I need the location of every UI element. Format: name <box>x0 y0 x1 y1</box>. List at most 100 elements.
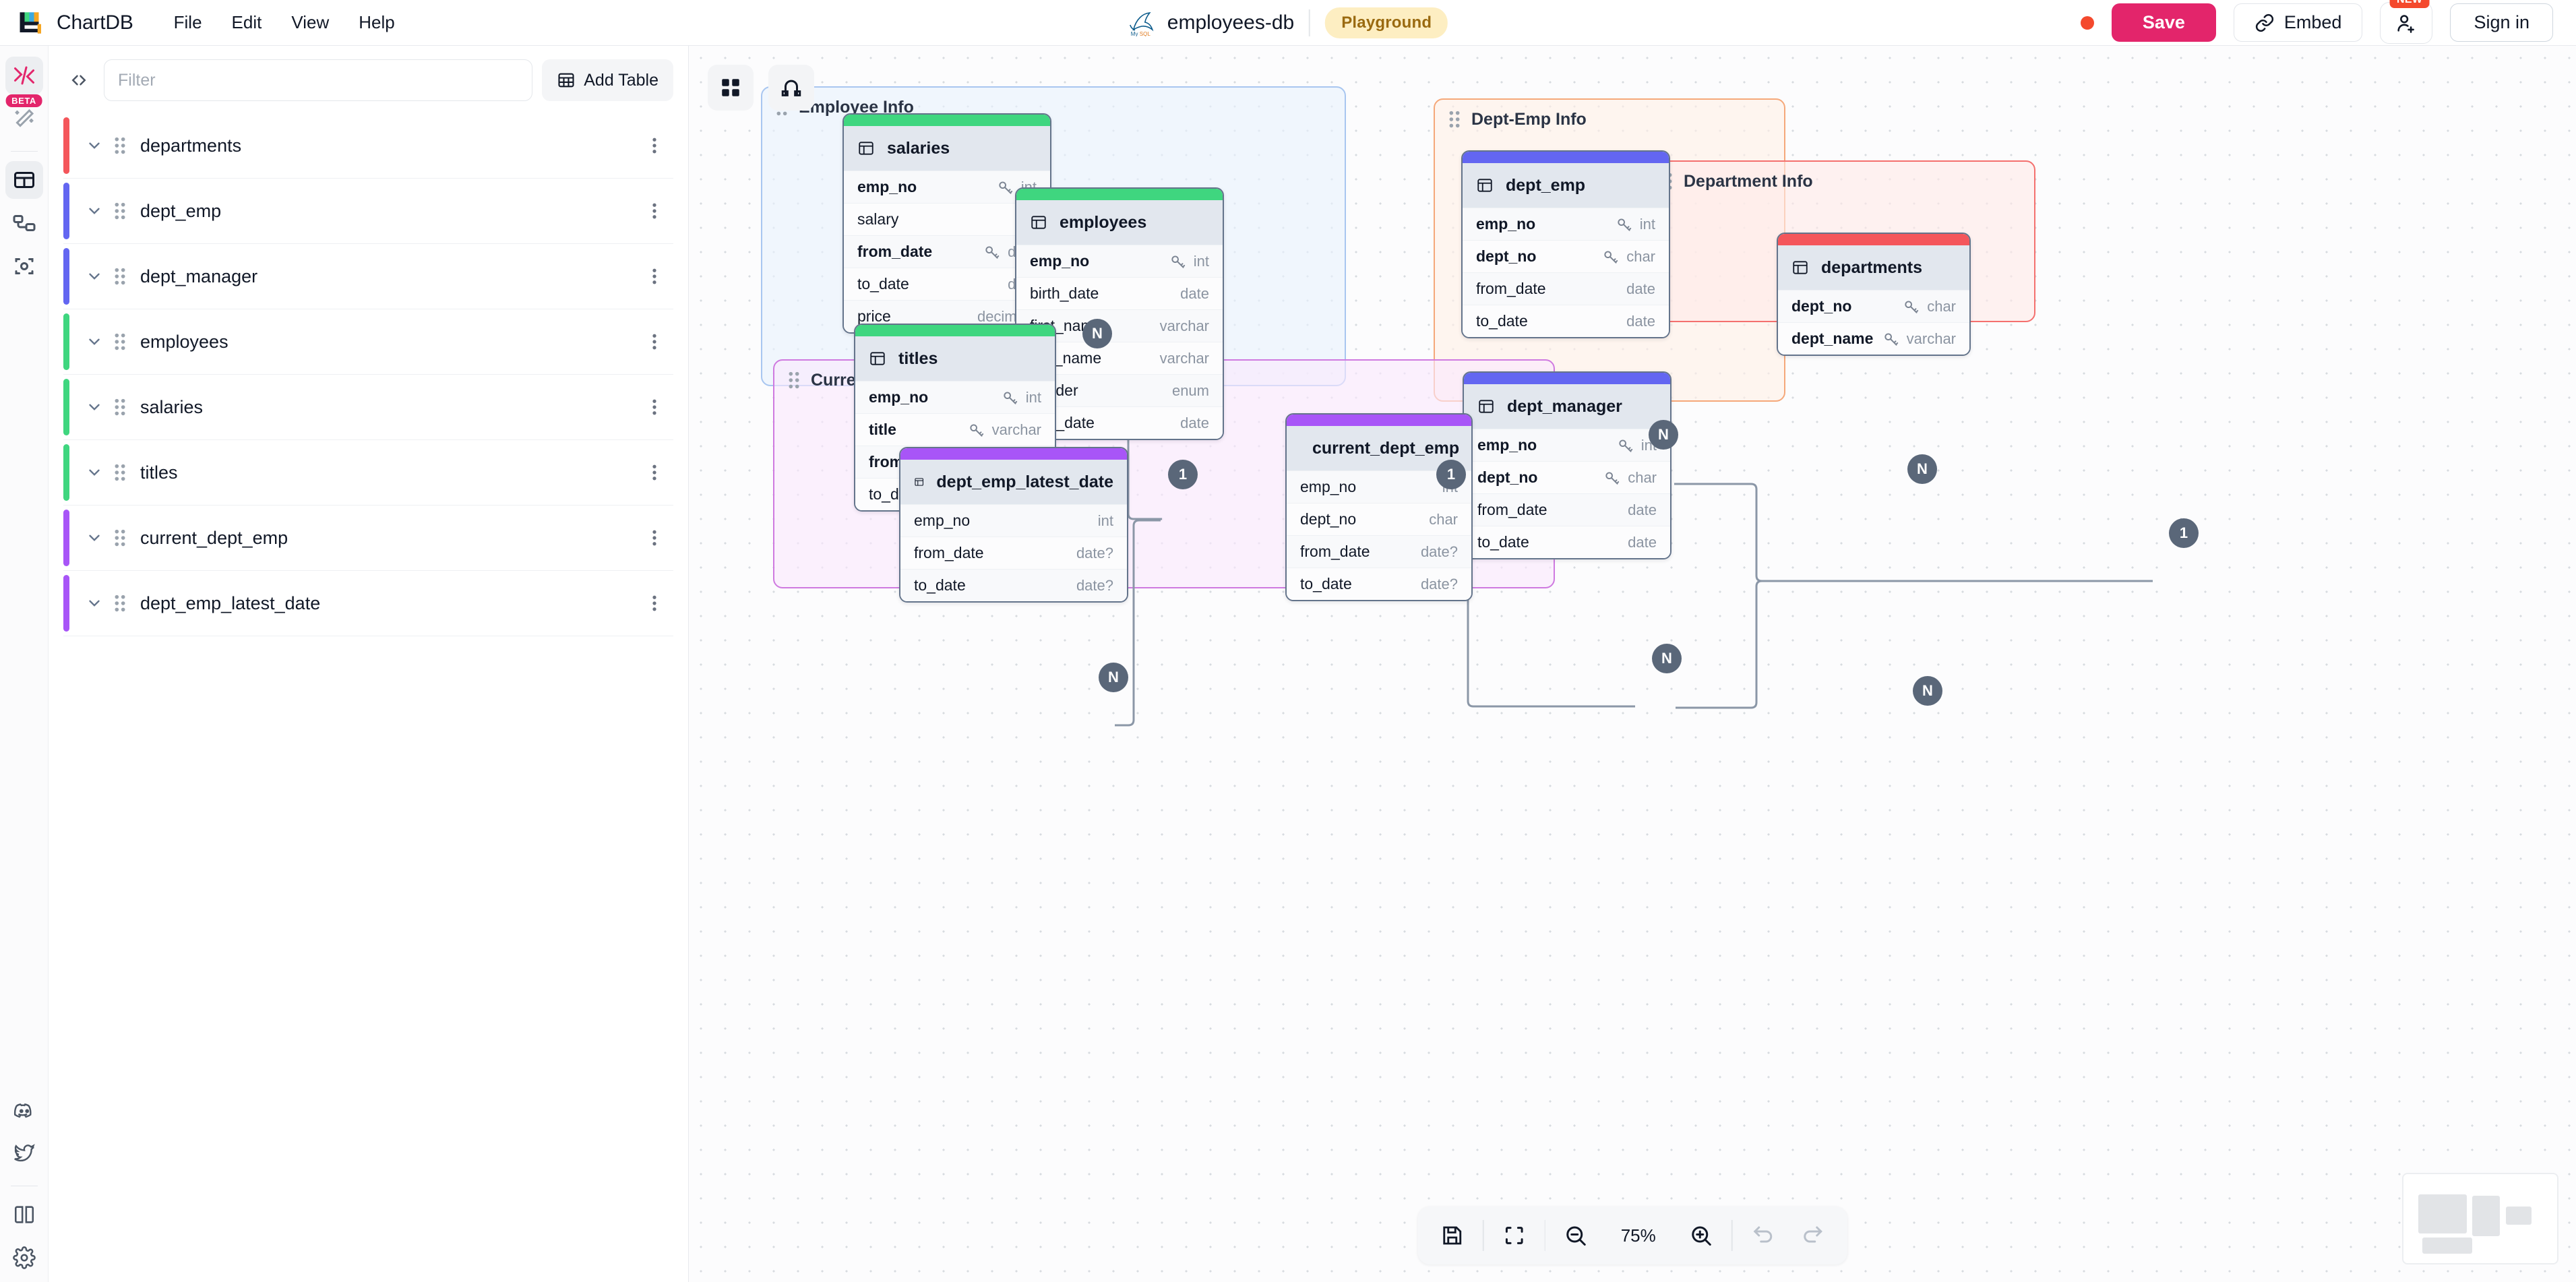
zoom-in-button[interactable] <box>1676 1211 1726 1260</box>
snap-to-grid-button[interactable] <box>768 65 814 111</box>
table-node-header[interactable]: salaries <box>844 126 1050 171</box>
more-vertical-icon[interactable] <box>646 594 673 613</box>
menu-edit[interactable]: Edit <box>231 12 262 32</box>
table-node-header[interactable]: dept_manager <box>1464 384 1670 429</box>
table-node-header[interactable]: titles <box>855 336 1055 381</box>
chevron-down-icon[interactable] <box>81 202 108 220</box>
filter-input[interactable] <box>104 59 533 101</box>
drag-handle-icon[interactable] <box>108 593 132 613</box>
drag-handle-icon[interactable] <box>108 135 132 156</box>
chevron-down-icon[interactable] <box>81 398 108 416</box>
undo-button[interactable] <box>1738 1211 1787 1260</box>
table-list-item[interactable]: current_dept_emp <box>63 506 673 571</box>
table-list-item[interactable]: salaries <box>63 375 673 440</box>
rail-item-ai-assistant[interactable]: BETA <box>5 94 43 138</box>
table-list-item[interactable]: dept_emp_latest_date <box>63 571 673 636</box>
drag-handle-icon[interactable] <box>108 462 132 483</box>
chevron-down-icon[interactable] <box>81 333 108 350</box>
more-vertical-icon[interactable] <box>646 398 673 417</box>
zoom-level[interactable]: 75% <box>1620 1225 1656 1246</box>
fit-screen-button[interactable] <box>1489 1211 1539 1260</box>
table-node-header[interactable]: employees <box>1016 200 1223 245</box>
rail-item-settings[interactable] <box>5 1239 43 1277</box>
table-list-item[interactable]: dept_emp <box>63 179 673 244</box>
zoom-out-button[interactable] <box>1551 1211 1601 1260</box>
rail-item-docs[interactable] <box>5 1196 43 1233</box>
table-list-item[interactable]: dept_manager <box>63 244 673 309</box>
menu-view[interactable]: View <box>291 12 330 32</box>
drag-handle-icon[interactable] <box>108 201 132 221</box>
more-vertical-icon[interactable] <box>646 332 673 351</box>
drag-handle-icon[interactable] <box>108 528 132 548</box>
table-list-item[interactable]: titles <box>63 440 673 506</box>
chevron-down-icon[interactable] <box>81 137 108 154</box>
chevron-down-icon[interactable] <box>81 268 108 285</box>
table-node[interactable]: current_dept_empemp_nointdept_nocharfrom… <box>1285 413 1473 601</box>
rail-item-relationships[interactable] <box>5 204 43 242</box>
menu-file[interactable]: File <box>173 12 202 32</box>
code-collapse-icon[interactable] <box>63 65 94 96</box>
save-button[interactable]: Save <box>2111 3 2216 42</box>
minimap[interactable] <box>2402 1173 2558 1264</box>
more-vertical-icon[interactable] <box>646 528 673 547</box>
table-node-header[interactable]: dept_emp_latest_date <box>900 460 1127 504</box>
add-table-button[interactable]: Add Table <box>542 59 673 101</box>
drag-handle-icon[interactable] <box>108 266 132 286</box>
table-node-header[interactable]: dept_emp <box>1463 163 1669 208</box>
rail-item-dependencies[interactable] <box>5 247 43 285</box>
drag-handle-icon[interactable] <box>108 332 132 352</box>
new-badge: NEW <box>2389 0 2430 8</box>
rail-item-tables[interactable] <box>5 161 43 199</box>
rail-item-discord[interactable] <box>5 1091 43 1129</box>
rail-item-dbml-editor[interactable] <box>5 57 43 94</box>
chevron-down-icon[interactable] <box>81 464 108 481</box>
menu-bar: File Edit View Help <box>159 7 410 38</box>
chevron-down-icon[interactable] <box>81 594 108 612</box>
database-chip[interactable]: My SQL employees-db <box>1128 9 1294 36</box>
more-vertical-icon[interactable] <box>646 202 673 220</box>
signin-button[interactable]: Sign in <box>2450 3 2553 42</box>
embed-button[interactable]: Embed <box>2233 3 2363 42</box>
field-type: date <box>1180 414 1209 431</box>
table-list-item[interactable]: employees <box>63 309 673 375</box>
rail-item-twitter[interactable] <box>5 1134 43 1172</box>
table-node-header[interactable]: departments <box>1778 245 1969 290</box>
redo-button[interactable] <box>1787 1211 1837 1260</box>
table-list-item[interactable]: departments <box>63 113 673 179</box>
more-vertical-icon[interactable] <box>646 463 673 482</box>
drag-handle-icon[interactable] <box>108 397 132 417</box>
menu-help[interactable]: Help <box>359 12 395 32</box>
more-vertical-icon[interactable] <box>646 267 673 286</box>
more-vertical-icon[interactable] <box>646 136 673 155</box>
save-diagram-button[interactable] <box>1428 1211 1477 1260</box>
table-node-header[interactable]: current_dept_emp <box>1287 426 1471 470</box>
chevron-down-icon[interactable] <box>81 529 108 547</box>
user-add-button[interactable]: NEW <box>2380 0 2433 44</box>
grid-toggle-button[interactable] <box>708 65 754 111</box>
